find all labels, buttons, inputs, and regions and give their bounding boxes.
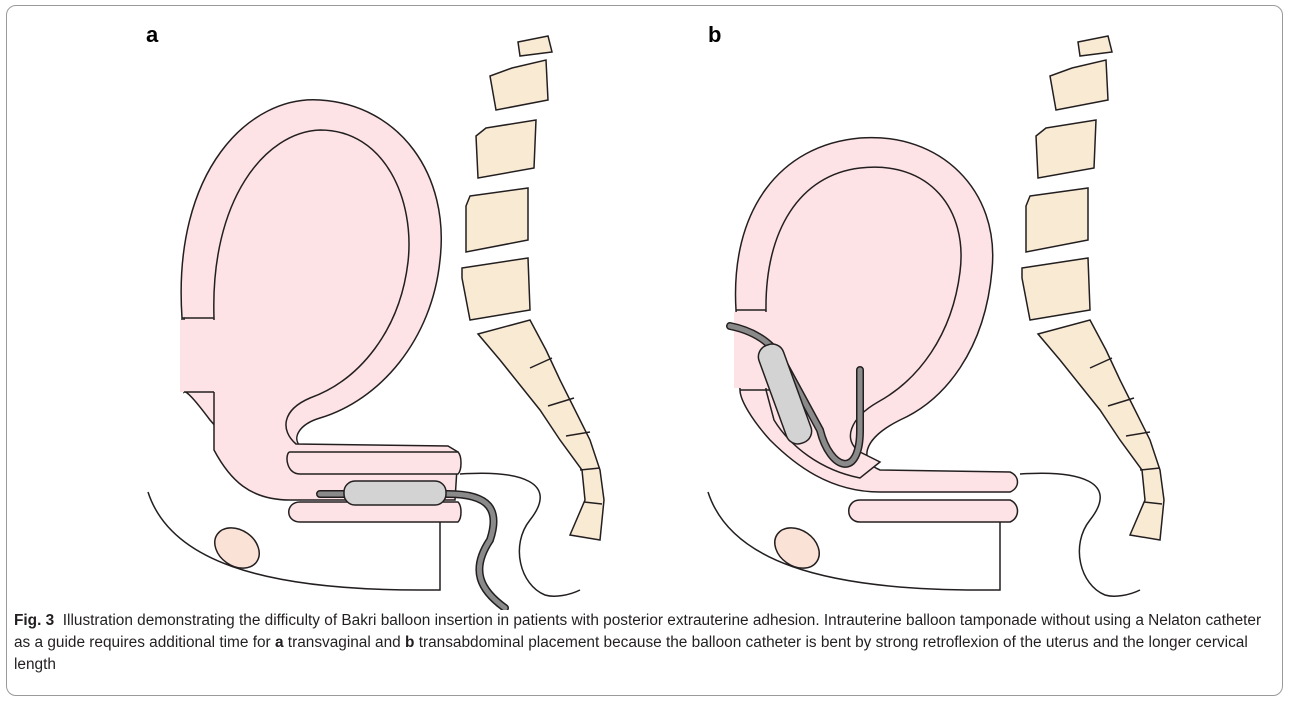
pubic-bone-b	[767, 519, 827, 576]
uterine-opening-a	[180, 320, 216, 392]
spine-a	[462, 36, 604, 540]
figure-caption: Fig. 3 Illustration demonstrating the di…	[14, 610, 1269, 676]
balloon-a	[344, 481, 446, 505]
panel-a	[148, 36, 604, 608]
caption-bold-b: b	[405, 634, 414, 651]
panel-label-b: b	[708, 22, 721, 48]
figure-number: Fig. 3	[14, 612, 54, 629]
pubic-bone-a	[207, 519, 267, 576]
panel-label-a: a	[146, 22, 158, 48]
caption-text-2: transvaginal and	[288, 634, 401, 651]
figure-illustration	[0, 0, 1293, 610]
spine-b	[1022, 36, 1164, 540]
caption-bold-a: a	[275, 634, 284, 651]
panel-b	[708, 36, 1164, 596]
cervix-a	[287, 452, 461, 474]
cervix-b	[849, 500, 1018, 522]
